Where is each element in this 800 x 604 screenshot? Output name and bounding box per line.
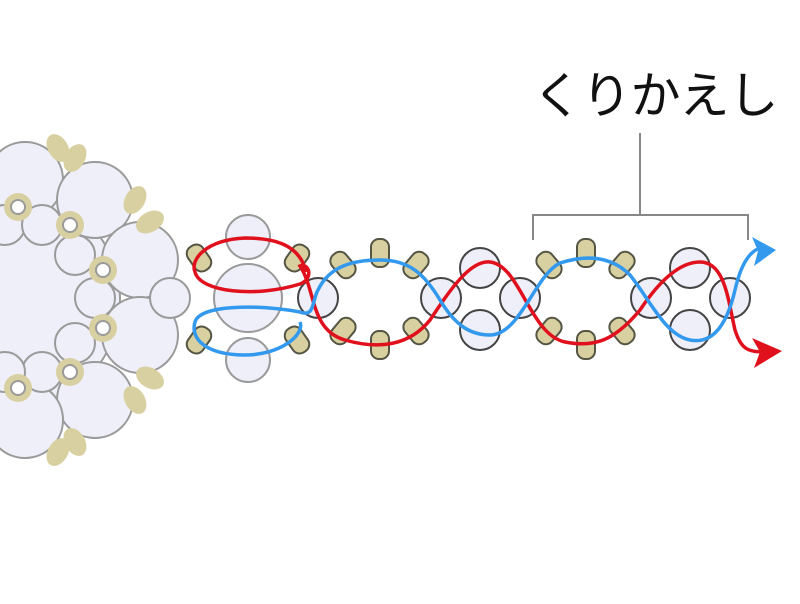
repeat-chain (297, 247, 751, 351)
red-arrow-icon (752, 338, 782, 368)
repeat-label: くりかえし (532, 67, 779, 125)
repeat-bracket (532, 133, 749, 240)
flower-motif (0, 134, 191, 466)
thread-blue (192, 246, 761, 357)
blue-arrow-icon (752, 237, 776, 266)
connector-unit (182, 214, 314, 383)
thread-red (192, 236, 771, 354)
